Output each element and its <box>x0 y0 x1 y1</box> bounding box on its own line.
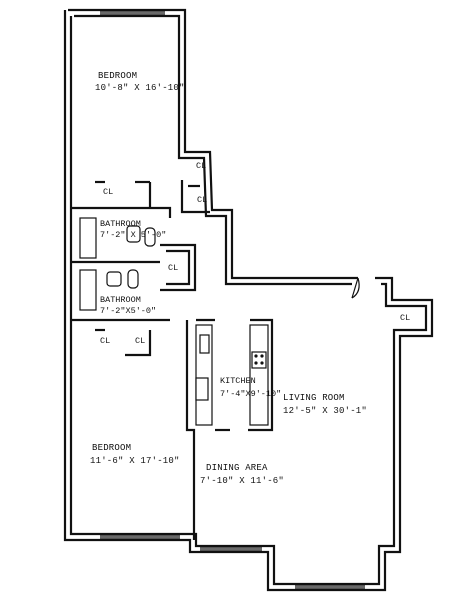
bedroom-bottom-size: 11'-6" X 17'-10" <box>90 456 180 466</box>
closet-label-3: CL <box>197 195 207 205</box>
interior-walls <box>71 180 360 540</box>
toilet-bottom <box>127 269 139 289</box>
dining-area-size: 7'-10" X 11'-6" <box>200 476 284 486</box>
closet-label-2: CL <box>103 187 113 197</box>
fixtures <box>79 217 269 426</box>
kitchen-name: KITCHEN <box>220 376 256 386</box>
bathroom-1-name: BATHROOM <box>100 219 141 229</box>
stove <box>251 351 267 369</box>
closet-label-4: CL <box>168 263 178 273</box>
closet-label-6: CL <box>100 336 110 346</box>
kitchen-size: 7'-4"X9'-10" <box>220 389 281 399</box>
closet-label-7: CL <box>135 336 145 346</box>
sink-bottom <box>106 271 122 287</box>
closet-label-1: CL <box>196 161 206 171</box>
sink-top <box>126 225 141 243</box>
bathroom-2-name: BATHROOM <box>100 295 141 305</box>
bedroom-top-size: 10'-8" X 16'-10" <box>95 83 185 93</box>
bedroom-bottom-name: BEDROOM <box>92 443 131 453</box>
room-labels: BEDROOM 10'-8" X 16'-10" BATHROOM 7'-2" … <box>90 71 367 486</box>
toilet-top <box>144 227 156 247</box>
living-room-size: 12'-5" X 30'-1" <box>283 406 367 416</box>
bedroom-top-name: BEDROOM <box>98 71 137 81</box>
bathtub-bottom <box>79 269 97 311</box>
living-room-name: LIVING ROOM <box>283 393 345 403</box>
fridge <box>195 377 209 401</box>
counter-inner <box>199 334 210 354</box>
dining-area-name: DINING AREA <box>206 463 268 473</box>
counter-right <box>249 324 269 426</box>
closet-labels: CL CL CL CL CL CL CL <box>100 161 410 346</box>
closet-label-5: CL <box>400 313 410 323</box>
bathtub-top <box>79 217 97 259</box>
outer-walls <box>63 8 434 592</box>
bathroom-2-size: 7'-2"X5'-0" <box>100 306 156 316</box>
bathroom-1-size: 7'-2" X 5'-0" <box>100 230 166 240</box>
